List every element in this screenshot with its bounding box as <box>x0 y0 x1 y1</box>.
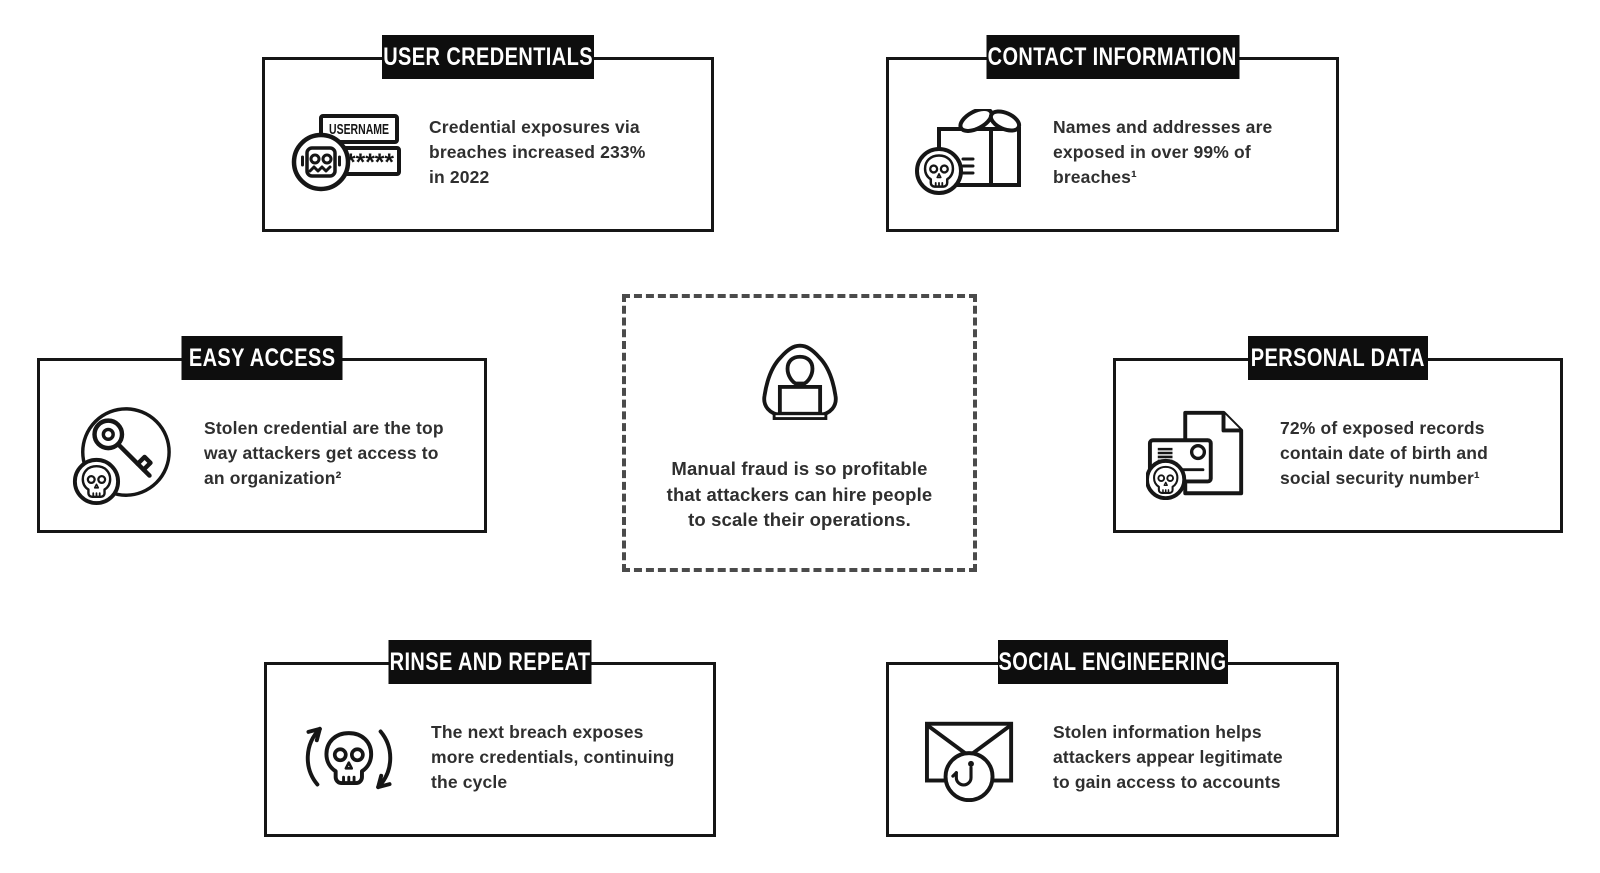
card-text-line: in 2022 <box>429 166 490 187</box>
card-user-credentials: USER CREDENTIALS USERNAME ***** Cre <box>262 35 714 232</box>
center-card-text: Manual fraud is so profitable that attac… <box>667 456 933 534</box>
card-text-line: to scale their operations. <box>688 509 911 531</box>
card-title: CONTACT INFORMATION <box>987 42 1238 71</box>
card-text-line: more credentials, continuing <box>431 747 675 768</box>
id-card-document-skull-icon <box>1142 408 1254 500</box>
card-contact-information: CONTACT INFORMATION Names and addresses … <box>886 35 1339 232</box>
card-body: Stolen credential are the top way attack… <box>40 361 484 530</box>
card-text-line: that attackers can hire people <box>666 483 933 505</box>
skull-cycle-arrows-icon <box>293 705 405 811</box>
card-body: 72% of exposed records contain date of b… <box>1116 361 1560 530</box>
card-title-label: CONTACT INFORMATION <box>986 35 1239 79</box>
card-social-engineering: SOCIAL ENGINEERING Stolen information he… <box>886 640 1339 837</box>
card-body: Stolen information helps attackers appea… <box>889 665 1336 834</box>
card-text-line: to gain access to accounts <box>1053 771 1281 792</box>
card-text: 72% of exposed records contain date of b… <box>1280 416 1488 491</box>
card-center-note: Manual fraud is so profitable that attac… <box>622 294 977 572</box>
card-text: Stolen credential are the top way attack… <box>204 416 444 491</box>
username-field-text: USERNAME <box>329 121 389 138</box>
card-text-line: breaches¹ <box>1053 166 1138 187</box>
card-title: RINSE AND REPEAT <box>389 647 591 676</box>
card-text: Names and addresses are exposed in over … <box>1053 115 1272 190</box>
card-text-line: attackers appear legitimate <box>1053 747 1283 768</box>
card-text-line: Names and addresses are <box>1053 117 1273 138</box>
card-text-line: Stolen information helps <box>1053 722 1262 743</box>
card-text-line: contain date of birth and <box>1280 443 1488 464</box>
password-field-text: ***** <box>346 149 395 176</box>
card-title-label: EASY ACCESS <box>181 336 343 380</box>
card-title-label: USER CREDENTIALS <box>382 35 594 79</box>
card-text-line: an organization² <box>204 467 342 488</box>
card-body: Names and addresses are exposed in over … <box>889 60 1336 229</box>
card-title: EASY ACCESS <box>188 343 336 372</box>
card-body: The next breach exposes more credentials… <box>267 665 713 834</box>
card-body: USERNAME ***** Credential exposures via … <box>265 60 711 229</box>
card-rinse-and-repeat: RINSE AND REPEAT The next breach exposes… <box>264 640 716 837</box>
hooded-hacker-laptop-icon <box>752 339 848 436</box>
card-title-label: RINSE AND REPEAT <box>388 640 592 684</box>
key-skull-icon <box>66 401 178 507</box>
card-text-line: breaches increased 233% <box>429 142 646 163</box>
card-text-line: way attackers get access to <box>204 443 439 464</box>
card-text-line: Stolen credential are the top <box>204 418 444 439</box>
card-text-line: the cycle <box>431 771 508 792</box>
card-text: The next breach exposes more credentials… <box>431 720 674 795</box>
card-easy-access: EASY ACCESS Stolen credential are the to… <box>37 336 487 533</box>
card-text-line: Credential exposures via <box>429 117 640 138</box>
gift-box-skull-icon <box>915 108 1027 197</box>
card-title-label: SOCIAL ENGINEERING <box>997 640 1228 684</box>
username-password-skull-avatar-icon: USERNAME ***** <box>291 112 403 194</box>
card-title: USER CREDENTIALS <box>383 42 593 71</box>
card-text: Credential exposures via breaches increa… <box>429 115 646 190</box>
envelope-phishing-hook-icon <box>915 712 1027 804</box>
card-text-line: social security number¹ <box>1280 467 1480 488</box>
card-title: PERSONAL DATA <box>1250 343 1426 372</box>
card-title-label: PERSONAL DATA <box>1248 336 1428 380</box>
card-text-line: 72% of exposed records <box>1280 418 1485 439</box>
card-personal-data: PERSONAL DATA 72% of exposed records con… <box>1113 336 1563 533</box>
card-text: Stolen information helps attackers appea… <box>1053 720 1283 795</box>
card-text-line: exposed in over 99% of <box>1053 142 1251 163</box>
card-title: SOCIAL ENGINEERING <box>998 647 1227 676</box>
card-text-line: Manual fraud is so profitable <box>671 457 928 479</box>
card-text-line: The next breach exposes <box>431 722 644 743</box>
